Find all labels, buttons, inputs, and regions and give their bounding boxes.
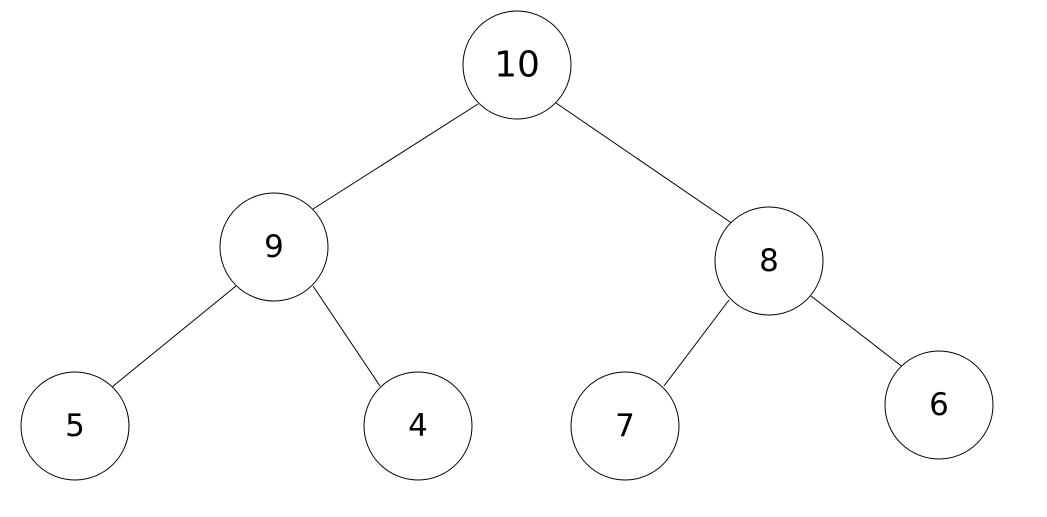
node-circle — [363, 371, 473, 481]
node-label: 7 — [615, 408, 635, 444]
edge-10-9 — [312, 103, 479, 210]
tree-node-8: 8 — [714, 206, 824, 316]
tree-node-9: 9 — [219, 192, 329, 302]
node-label: 9 — [264, 229, 284, 265]
edge-8-6 — [810, 295, 905, 369]
node-label: 5 — [65, 408, 85, 444]
node-circle — [570, 371, 680, 481]
edge-9-4 — [312, 285, 381, 387]
tree-node-7: 7 — [570, 371, 680, 481]
node-circle — [714, 206, 824, 316]
node-label: 6 — [929, 387, 949, 423]
tree-node-4: 4 — [363, 371, 473, 481]
tree-node-6: 6 — [884, 350, 994, 460]
tree-node-10: 10 — [462, 10, 572, 120]
edge-9-5 — [111, 285, 237, 388]
node-circle — [884, 350, 994, 460]
node-label: 8 — [759, 243, 779, 279]
edges — [111, 102, 905, 388]
edge-10-8 — [555, 102, 734, 225]
node-label: 10 — [494, 45, 540, 86]
node-circle — [462, 10, 572, 120]
edge-8-7 — [663, 299, 730, 387]
node-label: 4 — [408, 408, 428, 444]
node-circle — [20, 371, 130, 481]
node-circle — [219, 192, 329, 302]
tree-node-5: 5 — [20, 371, 130, 481]
